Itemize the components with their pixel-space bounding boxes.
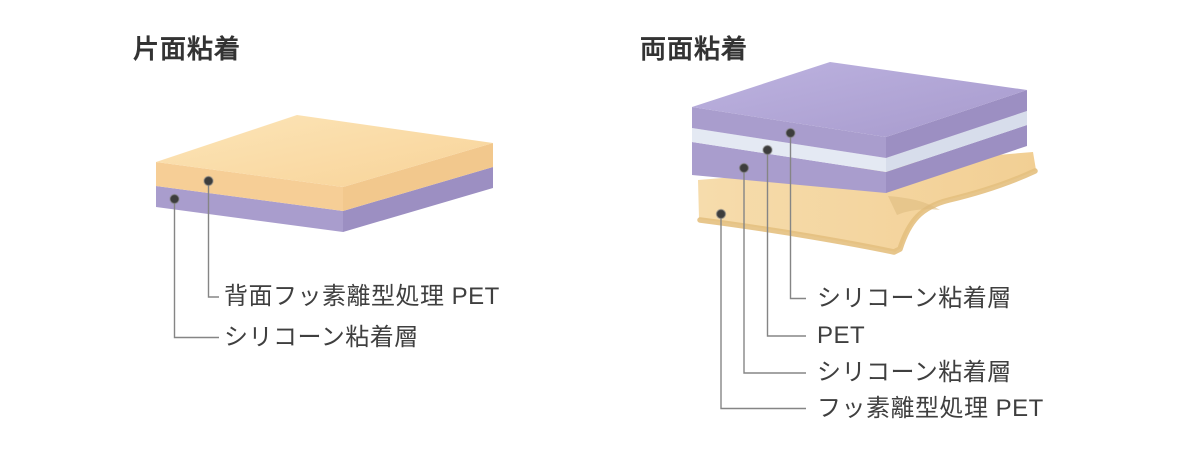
marker-dot-backside-release-pet <box>203 175 214 187</box>
label-left-silicone-adhesive: シリコーン粘着層 <box>224 324 419 351</box>
single-sided-title: 片面粘着 <box>133 34 242 64</box>
right-marker-dots <box>715 127 796 220</box>
left-pet-film-front-face <box>156 162 343 211</box>
left-marker-dots <box>169 175 214 205</box>
release-liner-crease-shadow <box>888 196 940 215</box>
double-sided-slab <box>692 62 1027 193</box>
left-pet-film-top-face <box>156 115 493 187</box>
leader-line-pet-core <box>766 150 806 337</box>
pet-core-side-face <box>886 111 1027 172</box>
leader-line-bottom-silicone-adhesive <box>743 168 806 374</box>
single-sided-slab <box>156 115 493 232</box>
left-adhesive-front-face <box>156 186 343 232</box>
label-top-silicone-adhesive: シリコーン粘着層 <box>817 285 1012 312</box>
top-adhesive-top-face <box>692 62 1027 137</box>
bottom-adhesive-side-face <box>886 125 1027 193</box>
leader-line-release-liner-pet <box>720 214 806 410</box>
label-backside-release-pet: 背面フッ素離型処理 PET <box>224 283 500 310</box>
leader-line-top-silicone-adhesive <box>789 133 806 300</box>
label-release-liner-pet: フッ素離型処理 PET <box>817 395 1044 422</box>
marker-dot-bottom-silicone-adhesive <box>738 162 750 174</box>
marker-dot-pet-core <box>762 144 773 156</box>
label-pet-core: PET <box>817 322 866 349</box>
marker-dot-top-silicone-adhesive <box>785 127 796 139</box>
release-liner-curled-edge <box>697 168 1038 255</box>
left-leader-lines <box>173 181 219 339</box>
leader-line-left-silicone-adhesive <box>173 199 219 339</box>
bottom-adhesive-front-face <box>692 142 886 193</box>
left-adhesive-side-face <box>343 167 493 232</box>
pet-core-front-face <box>692 128 886 172</box>
top-adhesive-side-face <box>886 90 1027 158</box>
double-sided-title: 両面粘着 <box>640 34 749 64</box>
right-leader-lines <box>720 133 806 410</box>
left-pet-film-side-face <box>343 143 493 211</box>
marker-dot-release-liner-pet <box>715 208 727 220</box>
leader-line-backside-release-pet <box>207 181 219 298</box>
label-bottom-silicone-adhesive: シリコーン粘着層 <box>817 359 1012 386</box>
marker-dot-left-silicone-adhesive <box>169 193 180 205</box>
